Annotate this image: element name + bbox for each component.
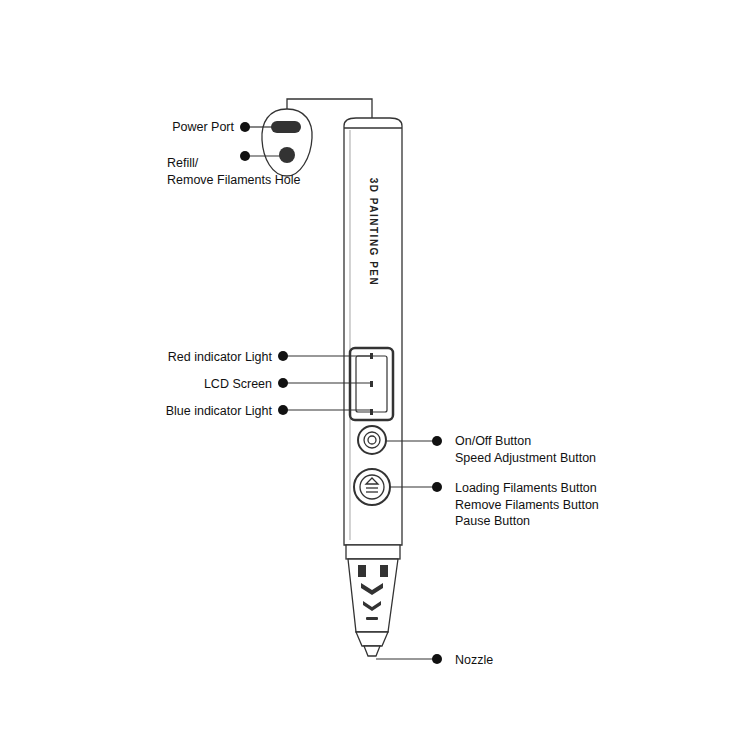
callout-dot [278,351,288,361]
nozzle-tip [364,646,380,656]
callout-dot [432,436,442,446]
callout-label: Pause Button [455,515,530,528]
callout-label: Power Port [172,121,234,134]
callout-dot [278,378,288,388]
pen-print: 3D PAINTING PEN [368,178,378,286]
grip-collar [346,545,400,559]
nozzle-cone [348,559,398,632]
callout-dot [240,122,250,132]
power-port [271,121,301,133]
callout-label: Remove Filaments Hole [167,174,300,187]
callout-label: Refill/ [167,157,198,170]
callout-label: Remove Filaments Button [455,499,599,512]
callout-label: Red indicator Light [168,351,272,364]
callout-dot [278,405,288,415]
callout-label: On/Off Button [455,435,531,448]
callout-dot [432,654,442,664]
end-view [262,109,312,176]
callout-label: LCD Screen [204,378,272,391]
callout-label: Blue indicator Light [166,405,272,418]
refill-hole [279,147,295,163]
callout-dot [240,151,250,161]
pen-body [344,118,402,545]
load-button [354,469,390,505]
callout-label: Loading Filaments Button [455,482,597,495]
callout-dot [432,482,442,492]
callout-label: Nozzle [455,654,493,667]
callout-label: Speed Adjustment Button [455,452,596,465]
lcd-frame [350,348,393,420]
on-off-button [358,426,386,454]
